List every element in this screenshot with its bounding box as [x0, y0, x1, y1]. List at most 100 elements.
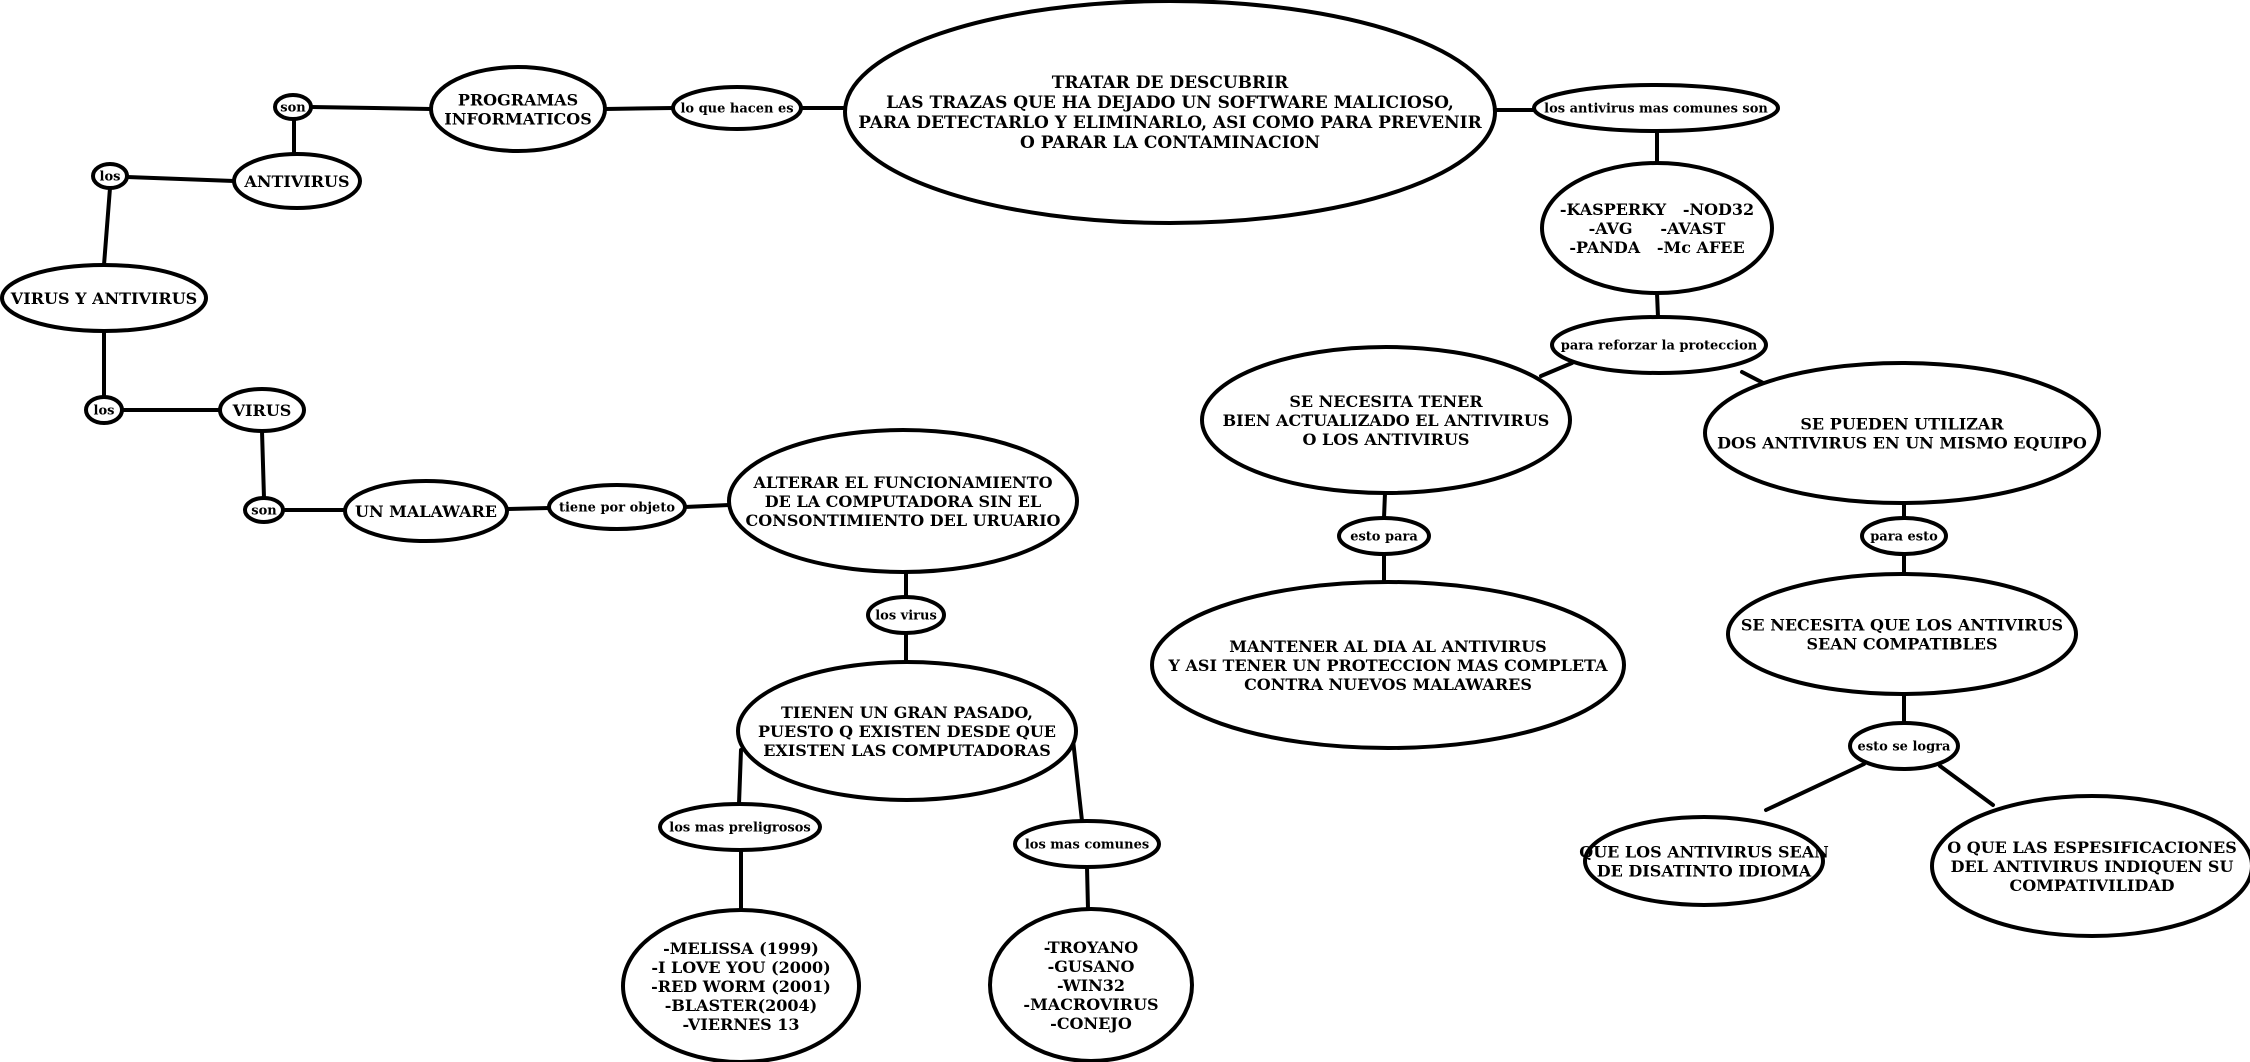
node-label-line: PROGRAMAS: [458, 90, 578, 109]
node-label-line: MANTENER AL DIA AL ANTIVIRUS: [1229, 637, 1546, 656]
connector-line: [1085, 865, 1090, 911]
node-label-line: ALTERAR EL FUNCIONAMIENTO: [752, 473, 1052, 492]
node-label-line: PARA DETECTARLO Y ELIMINARLO, ASI COMO P…: [858, 113, 1482, 133]
node-label-line: -CONEJO: [1050, 1014, 1132, 1033]
connector-line: [683, 503, 731, 509]
node-label-line: -BLASTER(2004): [665, 996, 817, 1015]
node-son-top: son: [273, 93, 313, 121]
connector-line: [505, 506, 551, 511]
node-label-line: -I LOVE YOU (2000): [651, 958, 830, 977]
node-lista-comunes: -TROYANO-GUSANO-WIN32-MACROVIRUS-CONEJO: [988, 907, 1194, 1062]
node-label-line: EXISTEN LAS COMPUTADORAS: [763, 741, 1051, 760]
node-label-line: -GUSANO: [1048, 957, 1135, 976]
node-label-line: COMPATIVILIDAD: [2010, 876, 2175, 895]
node-label-line: -AVG -AVAST: [1589, 219, 1726, 238]
node-esto-para: esto para: [1337, 516, 1431, 556]
node-label-line: DE LA COMPUTADORA SIN EL: [765, 492, 1041, 511]
connector-line: [603, 106, 675, 111]
node-ellipse: [727, 428, 1079, 574]
node-ellipse: [1013, 819, 1161, 869]
node-los-top: los: [91, 162, 129, 190]
node-ellipse: [1930, 794, 2250, 938]
node-ellipse: [1337, 516, 1431, 556]
connector-line: [309, 105, 433, 111]
node-label-line: -MACROVIRUS: [1023, 995, 1158, 1014]
node-lo-que-hacen: lo que hacen es: [671, 85, 803, 131]
node-label-line: DE DISATINTO IDIOMA: [1597, 861, 1812, 880]
node-label-line: -VIERNES 13: [682, 1015, 799, 1034]
node-label-line: QUE LOS ANTIVIRUS SEAN: [1579, 842, 1828, 861]
node-ellipse: [1200, 345, 1572, 495]
node-ellipse: [1532, 83, 1780, 133]
node-ellipse: [658, 802, 822, 852]
node-label-line: los mas preligrosos: [669, 821, 810, 836]
node-label-line: los: [94, 404, 115, 419]
node-label-line: esto para: [1350, 530, 1418, 545]
node-label-line: para esto: [1870, 530, 1938, 545]
connector-line: [1938, 764, 1995, 807]
node-ellipse: [671, 85, 803, 131]
node-label-line: LAS TRAZAS QUE HA DEJADO UN SOFTWARE MAL…: [886, 93, 1454, 113]
node-label-line: -PANDA -Mc AFEE: [1569, 238, 1744, 257]
node-ellipse: [1860, 516, 1948, 556]
node-label-line: TRATAR DE DESCUBRIR: [1052, 73, 1289, 93]
connector-line: [1071, 738, 1084, 823]
connector-line: [1764, 762, 1866, 812]
node-son-bottom: son: [243, 496, 285, 524]
node-los-virus: los virus: [866, 595, 946, 635]
node-ellipse: [273, 93, 313, 121]
connector-line: [260, 429, 266, 500]
node-ellipse: [1583, 815, 1825, 907]
node-ellipse: [547, 483, 687, 531]
node-ellipse: [243, 496, 285, 524]
node-label-line: los antivirus mas comunes son: [1544, 102, 1768, 117]
connector-line: [1655, 291, 1660, 319]
node-gran-pasado: TIENEN UN GRAN PASADO,PUESTO Q EXISTEN D…: [736, 660, 1078, 802]
node-ellipse: [343, 479, 509, 543]
node-ellipse: [1703, 361, 2101, 505]
node-label-line: O LOS ANTIVIRUS: [1303, 430, 1470, 449]
node-label-line: los: [100, 170, 121, 185]
connector-line: [125, 175, 236, 183]
node-ellipse: [843, 0, 1497, 225]
node-ellipse: [218, 387, 306, 433]
node-esto-se-logra: esto se logra: [1848, 721, 1960, 771]
node-label-line: TIENEN UN GRAN PASADO,: [781, 703, 1033, 722]
node-ellipse: [621, 908, 861, 1062]
node-lista-antivirus: -KASPERKY -NOD32-AVG -AVAST-PANDA -Mc AF…: [1540, 161, 1774, 295]
node-label-line: SE NECESITA QUE LOS ANTIVIRUS: [1741, 615, 2063, 634]
node-label-line: esto se logra: [1858, 740, 1951, 755]
node-ellipse: [91, 162, 129, 190]
node-ellipse: [1848, 721, 1960, 771]
node-label-line: los mas comunes: [1025, 838, 1149, 853]
node-label-line: -TROYANO: [1044, 938, 1139, 957]
node-los-bottom: los: [84, 395, 124, 425]
node-ellipse: [429, 65, 607, 153]
connector-line: [102, 186, 112, 267]
node-para-reforzar: para reforzar la proteccion: [1550, 315, 1768, 375]
node-ellipse: [988, 907, 1194, 1062]
node-ellipse: [736, 660, 1078, 802]
node-label-line: UN MALAWARE: [355, 502, 497, 521]
node-label-line: -MELISSA (1999): [663, 939, 819, 958]
node-label-line: SE NECESITA TENER: [1289, 392, 1483, 411]
node-label-line: lo que hacen es: [680, 102, 793, 117]
node-label-line: SEAN COMPATIBLES: [1806, 634, 1997, 653]
node-label-line: CONSONTIMIENTO DEL URUARIO: [746, 511, 1061, 530]
node-label-line: CONTRA NUEVOS MALAWARES: [1244, 675, 1532, 694]
node-label-line: VIRUS Y ANTIVIRUS: [10, 289, 197, 308]
connector-lines: [102, 105, 1995, 912]
node-root: VIRUS Y ANTIVIRUS: [0, 263, 208, 333]
connector-line: [1539, 361, 1574, 378]
node-ellipse: [1550, 315, 1768, 375]
node-ellipse: [84, 395, 124, 425]
node-label-line: INFORMATICOS: [444, 109, 592, 128]
